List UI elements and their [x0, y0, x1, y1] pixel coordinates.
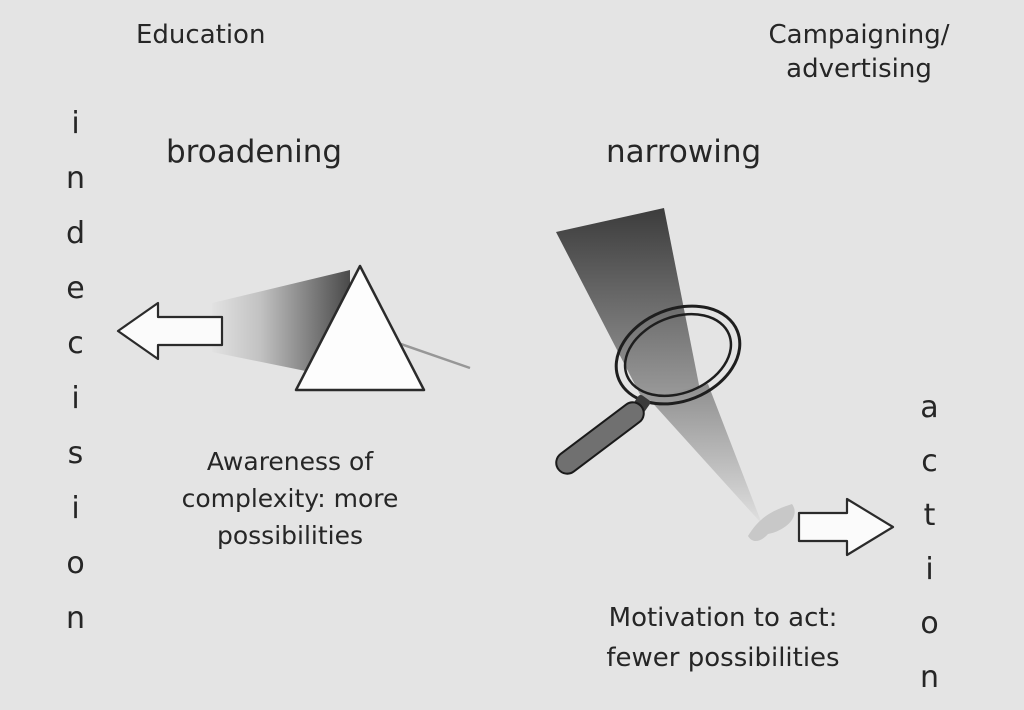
action-axis-word: action [912, 390, 947, 710]
arrow-left-icon [116, 301, 224, 361]
awareness-caption: Awareness of complexity: more possibilit… [160, 443, 420, 554]
awareness-caption-line2: complexity: more [181, 484, 399, 513]
awareness-caption-line1: Awareness of [206, 447, 374, 476]
education-heading: Education [136, 20, 266, 50]
motivation-caption-line2: fewer possibilities [606, 643, 840, 673]
prism-dispersing-light-icon [116, 264, 471, 392]
magnifier-handle [555, 401, 645, 475]
motivation-caption: Motivation to act: fewer possibilities [578, 598, 868, 678]
wide-light-cone [556, 208, 700, 402]
broadening-label: broadening [166, 134, 343, 170]
focused-light-cone [648, 384, 762, 524]
awareness-caption-line3: possibilities [216, 521, 364, 550]
magnifying-glass-focusing-light-icon [555, 208, 895, 557]
campaigning-heading-line2: advertising [786, 54, 932, 84]
lens-inner-rim [623, 312, 733, 398]
indecision-axis-word: indecision [58, 106, 93, 656]
narrowing-label: narrowing [606, 134, 762, 170]
focal-point-glow [748, 504, 795, 542]
campaigning-heading-line1: Campaigning/ [768, 20, 950, 50]
prism-icon [294, 264, 426, 392]
campaigning-heading: Campaigning/ advertising [746, 18, 972, 86]
motivation-caption-line1: Motivation to act: [608, 603, 838, 633]
lens-outer-rim [614, 304, 742, 406]
arrow-right-icon [797, 497, 895, 557]
